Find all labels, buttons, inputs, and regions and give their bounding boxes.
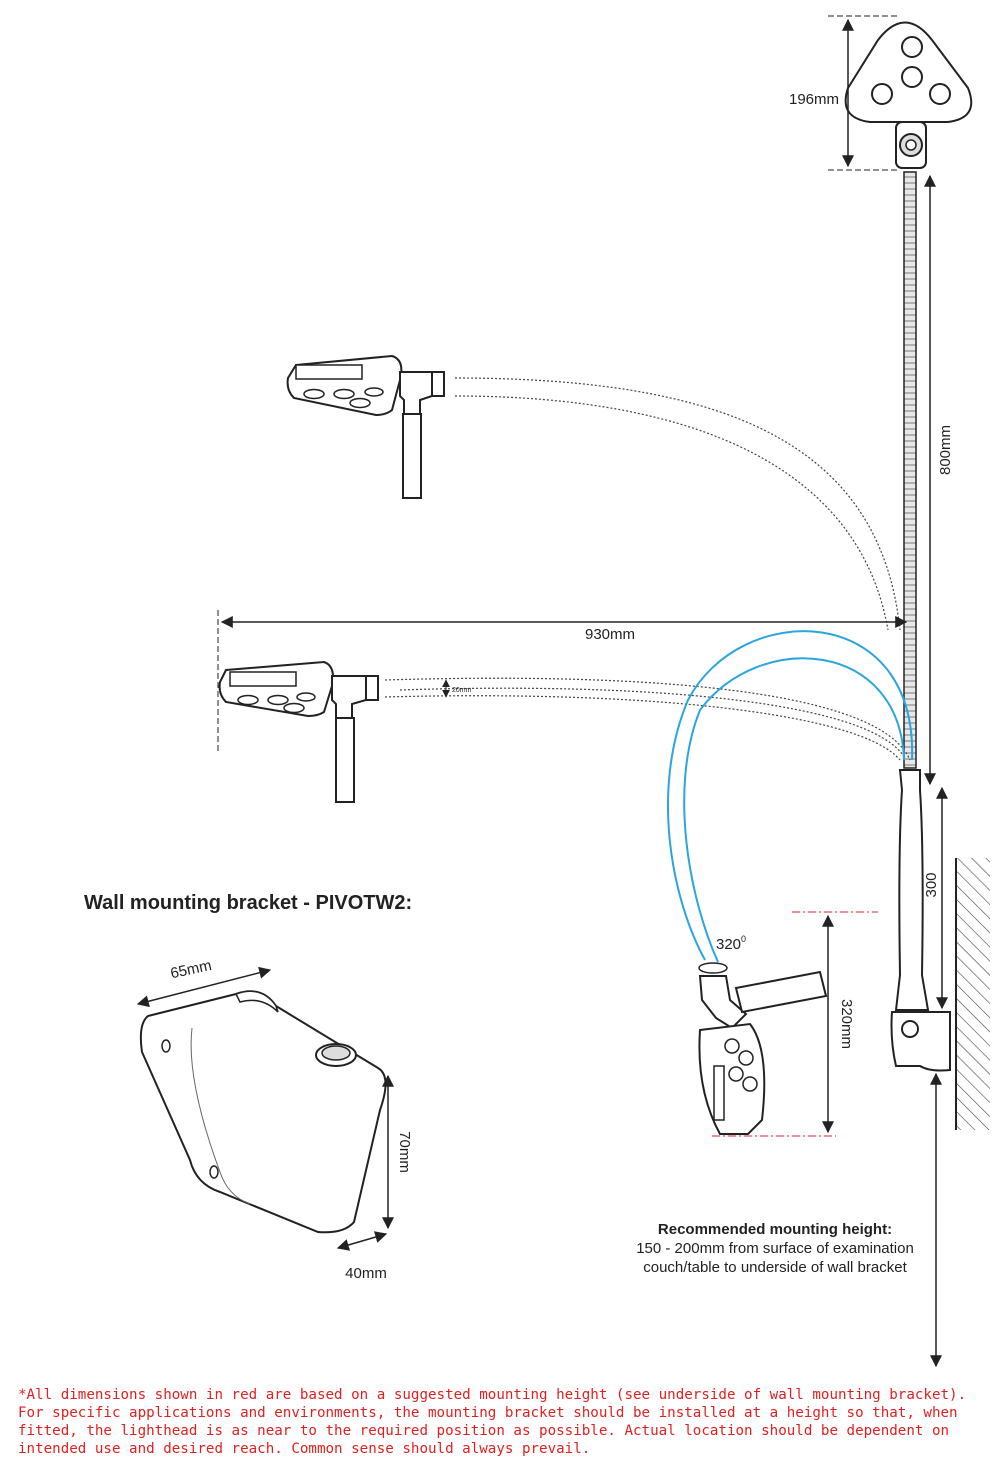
bracket-drawing <box>139 990 387 1234</box>
recommendation-line-1: 150 - 200mm from surface of examination <box>636 1240 914 1257</box>
arm-offset-label: 20mm <box>452 687 472 694</box>
rotation-degree: 0 <box>741 934 746 944</box>
bent-arm-blue <box>667 630 914 963</box>
bracket-depth-dimension: 40mm <box>336 1231 388 1282</box>
wall <box>955 858 990 1130</box>
upper-lighthead <box>286 354 445 499</box>
bracket-width-label: 65mm <box>169 957 213 982</box>
lower-stem-dimension: 300 <box>923 786 948 1010</box>
rotation-value: 320 <box>716 936 741 953</box>
svg-text:3200: 3200 <box>716 934 746 953</box>
recommendation-line-2: couch/table to underside of wall bracket <box>643 1259 907 1276</box>
lower-stem-label: 300 <box>923 872 940 897</box>
drop-dimension: 320mm <box>712 911 878 1137</box>
bracket-depth-label: 40mm <box>345 1265 387 1282</box>
arm-length-dimension: 800mm <box>924 174 954 786</box>
arm-offset-dimension: 20mm <box>442 679 472 698</box>
rotation-label: 3200 <box>716 934 746 953</box>
bracket-height-dimension: 70mm <box>382 1074 413 1230</box>
tilted-lighthead <box>698 962 828 1135</box>
bracket-heading: Wall mounting bracket - PIVOTW2: <box>84 892 413 914</box>
top-lighthead <box>844 21 973 169</box>
bracket-height-label: 70mm <box>396 1131 413 1173</box>
footnote: *All dimensions shown in red are based o… <box>18 1387 967 1457</box>
recommendation-title: Recommended mounting height: <box>657 1221 893 1238</box>
head-height-dimension: 196mm <box>789 15 900 171</box>
drop-label: 320mm <box>838 999 855 1049</box>
lower-lighthead <box>218 660 379 803</box>
reach-label: 930mm <box>585 626 635 643</box>
recommendation-block: Recommended mounting height: 150 - 200mm… <box>600 1220 950 1277</box>
head-height-label: 196mm <box>789 91 839 108</box>
reach-dimension: 930mm <box>217 610 908 752</box>
arm-swing-paths <box>384 377 911 761</box>
arm-length-label: 800mm <box>937 425 954 475</box>
gooseneck-arm <box>894 171 930 1011</box>
wall-bracket-side <box>890 1011 951 1072</box>
